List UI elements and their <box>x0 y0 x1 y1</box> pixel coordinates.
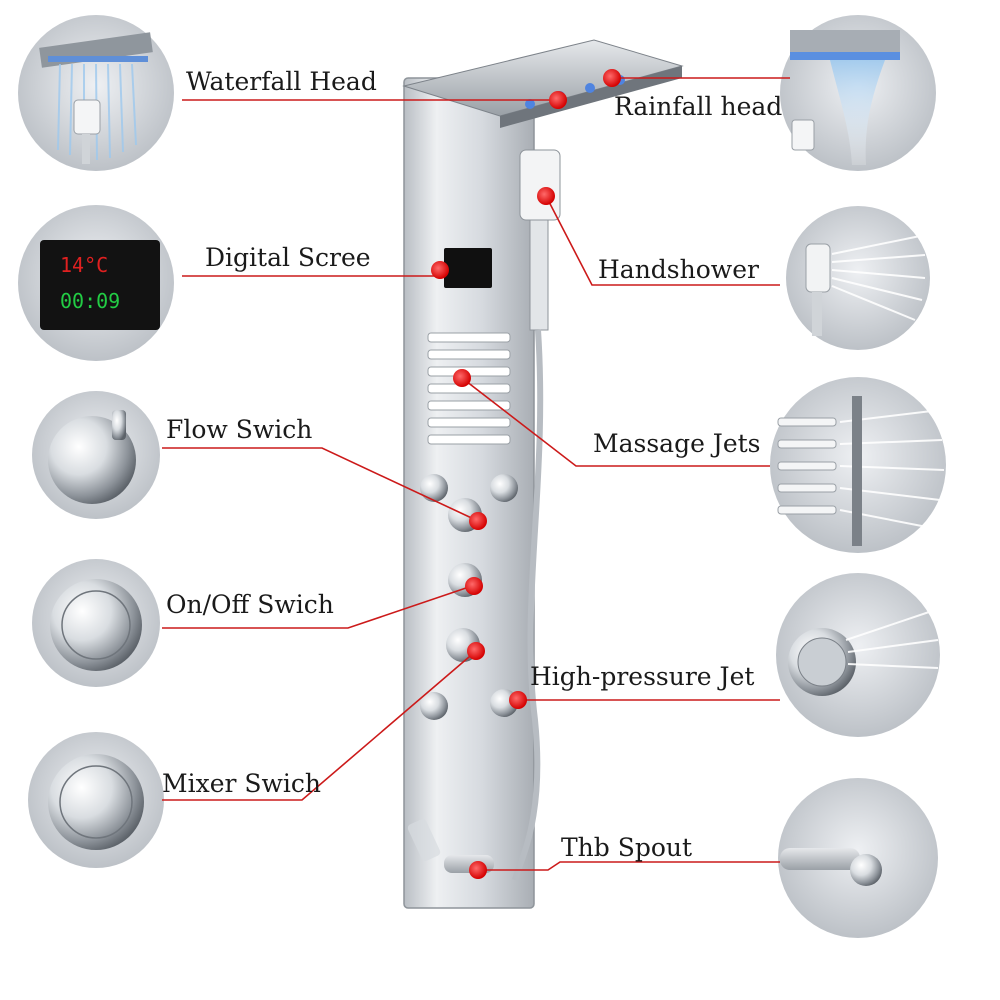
marker-massage-jets <box>453 369 471 387</box>
marker-tub-spout <box>469 861 487 879</box>
onoff-switch-detail-photo <box>32 559 160 687</box>
handshower-detail-photo <box>786 206 930 350</box>
leader-massage-jets <box>461 377 770 467</box>
screen-temperature-readout: 14°C <box>60 253 108 277</box>
marker-high-pressure-jet <box>509 691 527 709</box>
label-flow-switch: Flow Swich <box>166 415 312 444</box>
label-high-pressure-jet: High-pressure Jet <box>530 662 754 691</box>
digital-screen-detail-photo: 14°C 00:09 <box>18 205 174 361</box>
massage-jets-detail-photo <box>770 377 946 553</box>
high-pressure-jet-detail-photo <box>776 573 940 737</box>
label-massage-jets: Massage Jets <box>593 429 761 458</box>
marker-digital-screen <box>431 261 449 279</box>
leader-lines <box>162 77 790 871</box>
marker-handshower <box>537 187 555 205</box>
marker-waterfall-head <box>549 91 567 109</box>
rainfall-detail-photo <box>780 15 936 171</box>
panel-digital-screen <box>444 248 492 288</box>
label-tub-spout: Thb Spout <box>561 833 692 862</box>
tub-spout-detail-photo <box>778 778 938 938</box>
flow-switch-detail-photo <box>32 391 160 519</box>
marker-mixer-switch <box>467 642 485 660</box>
label-rainfall-head: Rainfall head <box>614 92 782 121</box>
leader-mixer-switch <box>162 650 477 801</box>
marker-flow-switch <box>469 512 487 530</box>
label-onoff-switch: On/Off Swich <box>166 590 334 619</box>
leader-flow-switch <box>162 447 479 522</box>
leader-onoff-switch <box>162 587 467 629</box>
marker-onoff-switch <box>465 577 483 595</box>
label-mixer-switch: Mixer Swich <box>162 769 321 798</box>
mixer-switch-detail-photo <box>28 732 164 868</box>
label-digital-screen: Digital Scree <box>205 243 371 272</box>
screen-time-readout: 00:09 <box>60 289 120 313</box>
panel-handshower <box>519 149 561 221</box>
panel-massage-jets <box>427 332 511 445</box>
label-handshower: Handshower <box>598 255 759 284</box>
marker-rainfall-head <box>603 69 621 87</box>
leader-tub-spout <box>480 861 780 871</box>
shower-panel <box>402 39 684 909</box>
markers <box>431 69 621 879</box>
waterfall-detail-photo <box>18 15 174 171</box>
label-waterfall-head: Waterfall Head <box>186 67 377 96</box>
leader-handshower <box>545 195 780 286</box>
